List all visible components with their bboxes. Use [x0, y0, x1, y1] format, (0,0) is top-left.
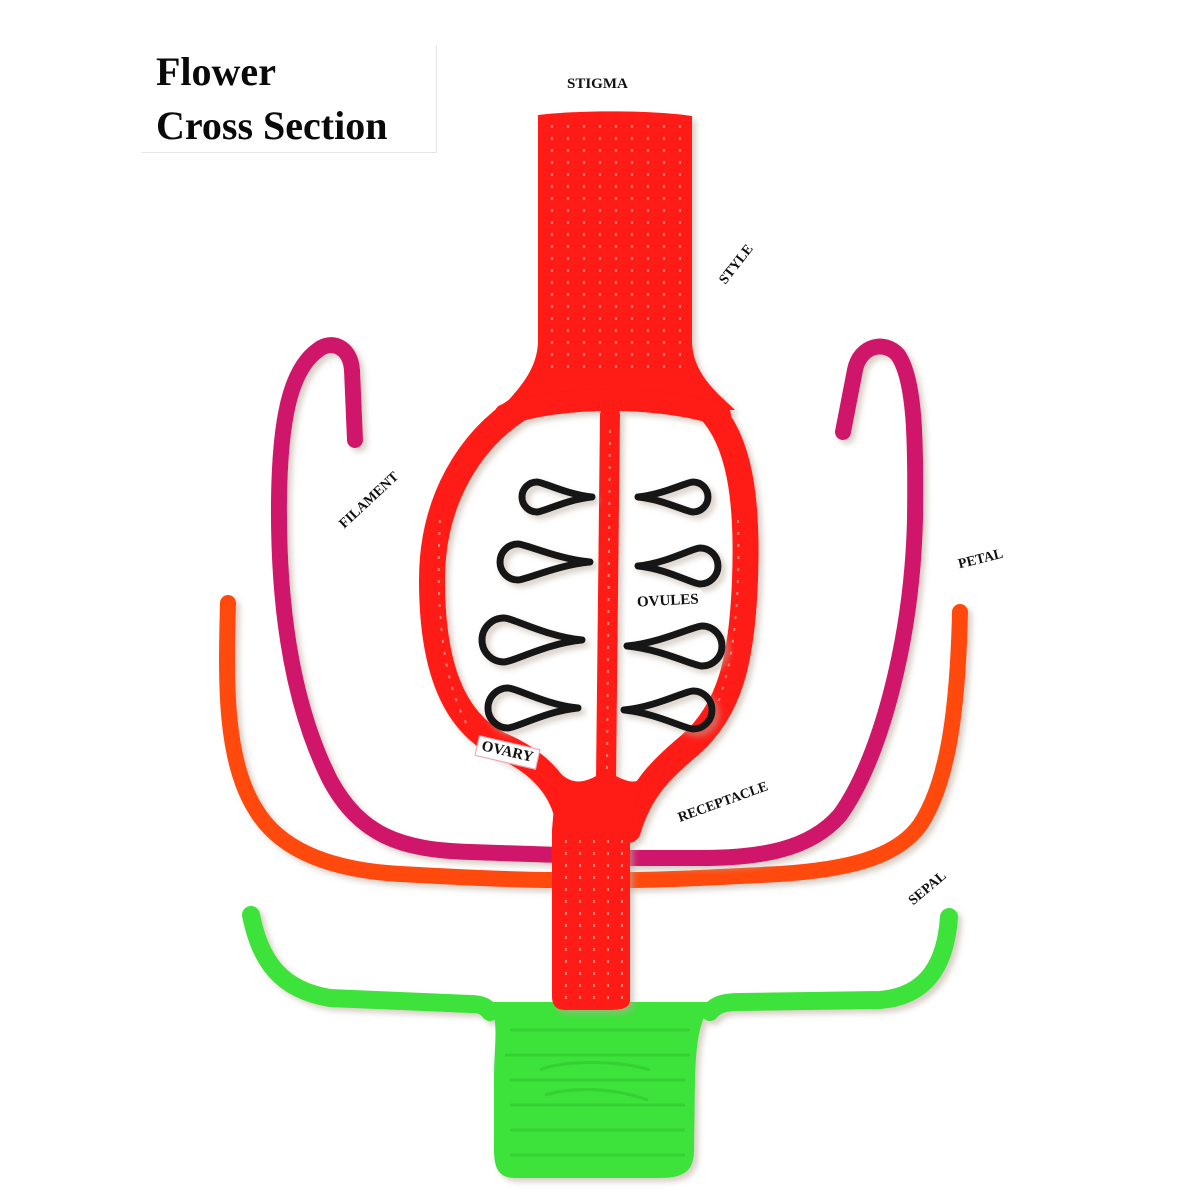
ovule	[634, 544, 722, 588]
petals	[219, 595, 968, 888]
ovary-wall	[418, 395, 759, 843]
ovule	[634, 478, 712, 516]
ovule	[518, 478, 596, 516]
ovule	[484, 684, 582, 732]
sepal-arms	[242, 906, 958, 1021]
label-ovules: OVULES	[633, 589, 703, 614]
ovules	[478, 478, 726, 733]
septum	[596, 405, 620, 790]
ovule	[623, 622, 726, 670]
label-stigma: STIGMA	[563, 74, 632, 95]
style	[500, 111, 735, 411]
ovary-top	[494, 389, 731, 426]
petal-right	[622, 604, 968, 888]
filaments	[270, 337, 924, 866]
ovule	[496, 540, 594, 584]
ovule	[478, 614, 586, 666]
pistil	[418, 111, 759, 1010]
pistil-texture	[437, 125, 740, 1000]
filament-left	[270, 337, 568, 863]
sepal	[242, 906, 958, 1178]
petal-left	[219, 595, 568, 888]
ovule	[620, 687, 716, 733]
filament-right	[622, 338, 924, 866]
title-line-2: Cross Section	[156, 103, 388, 148]
title-card: Flower Cross Section	[140, 44, 436, 152]
sepal-texture	[505, 1028, 690, 1157]
title-line-1: Flower	[156, 49, 276, 94]
